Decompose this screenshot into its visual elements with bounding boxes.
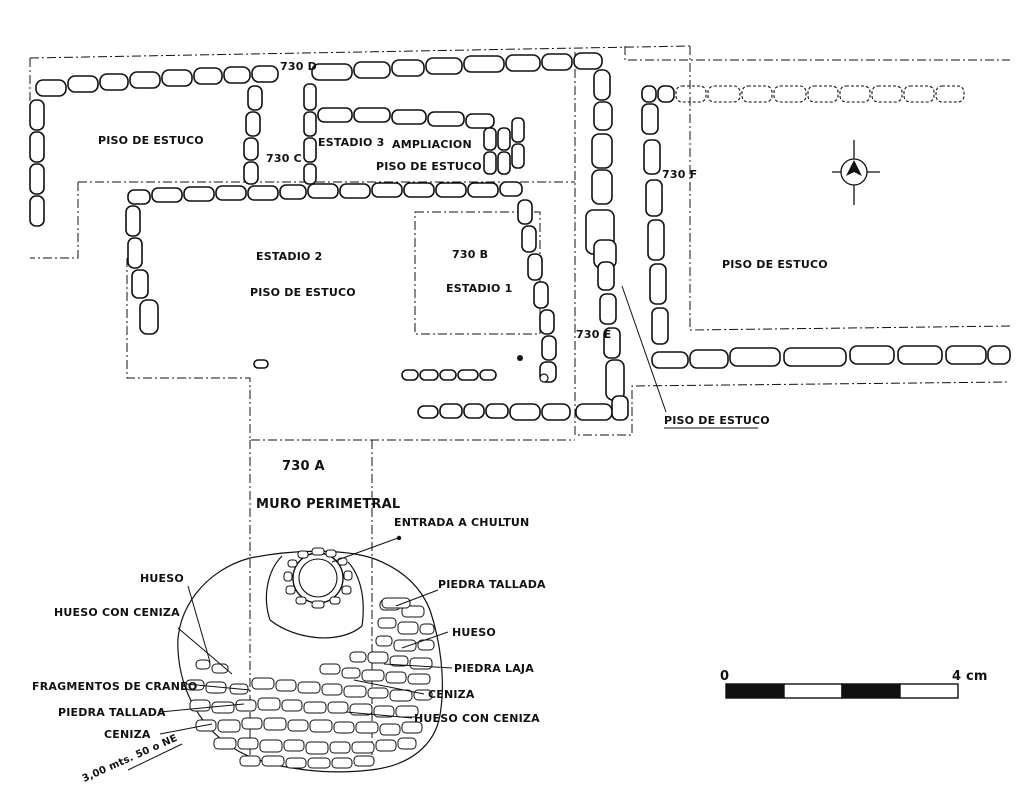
label-piedra-tallada-west: PIEDRA TALLADA (58, 706, 166, 719)
label-hueso-east: HUESO (452, 626, 496, 639)
label-piso-estuco-east: PISO DE ESTUCO (722, 258, 828, 271)
label-ceniza-west: CENIZA (104, 728, 151, 741)
chultun-pit (177, 547, 443, 773)
leader-lines (127, 285, 667, 771)
label-entrada-chultun: ENTRADA A CHULTUN (394, 516, 529, 529)
label-piso-estuco-estadio-3: PISO DE ESTUCO (376, 160, 482, 173)
label-estadio-1: ESTADIO 1 (446, 282, 512, 295)
label-ampliacion: AMPLIACION (392, 138, 472, 151)
scale-bar-segments (725, 683, 959, 699)
label-piso-estuco-callout: PISO DE ESTUCO (664, 414, 770, 427)
label-unit-730c: 730 C (266, 152, 302, 165)
scale-bar-segment (783, 683, 843, 699)
rubble-fill (185, 597, 435, 769)
label-piso-estuco-northwest: PISO DE ESTUCO (98, 134, 204, 147)
excavation-unit-boundaries (29, 45, 1011, 760)
stone-walls (29, 52, 1011, 421)
label-piedra-tallada-east: PIEDRA TALLADA (438, 578, 546, 591)
label-unit-730f: 730 F (662, 168, 697, 181)
label-hueso-con-ceniza-east: HUESO CON CENIZA (414, 712, 540, 725)
scale-bar-segment (841, 683, 901, 699)
label-unit-730b: 730 B (452, 248, 488, 261)
label-fragmentos-craneo: FRAGMENTOS DE CRANEO (32, 680, 197, 693)
label-estadio-2: ESTADIO 2 (256, 250, 322, 263)
scale-bar-segment (725, 683, 785, 699)
label-unit-730a: 730 A (282, 459, 325, 474)
label-muro-perimetral: MURO PERIMETRAL (256, 497, 400, 512)
label-piso-estuco-estadio-2: PISO DE ESTUCO (250, 286, 356, 299)
label-piedra-laja: PIEDRA LAJA (454, 662, 534, 675)
label-hueso-west: HUESO (140, 572, 184, 585)
label-ceniza-east: CENIZA (428, 688, 475, 701)
scale-bar-end-label: 4 cm (952, 669, 988, 684)
chultun-rim-stones (283, 547, 353, 609)
scale-bar-segment (899, 683, 959, 699)
label-unit-730e: 730 E (576, 328, 611, 341)
label-unit-730d: 730 D (280, 60, 317, 73)
scale-bar-start-label: 0 (720, 669, 729, 684)
label-estadio-3: ESTADIO 3 (318, 136, 384, 149)
scale-bar: 0 4 cm (720, 669, 988, 699)
label-hueso-con-ceniza-west: HUESO CON CENIZA (54, 606, 180, 619)
north-arrow-icon (832, 140, 880, 205)
